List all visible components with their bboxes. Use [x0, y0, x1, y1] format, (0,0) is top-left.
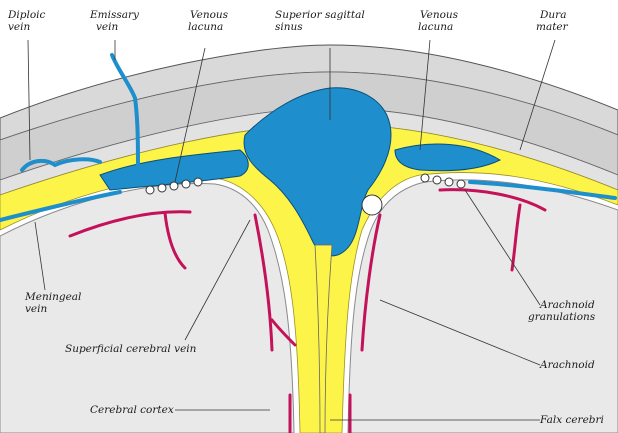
label-superficial-cerebral-vein: Superficial cerebral vein	[65, 343, 197, 355]
label-emissary-vein: Emissary vein	[89, 9, 142, 33]
label-dura-mater: Dura mater	[536, 9, 570, 33]
label-diploic-vein: Diploic vein	[7, 9, 49, 33]
label-arachnoid: Arachnoid	[539, 359, 595, 371]
label-venous-lacuna-right: Venous lacuna	[418, 9, 461, 33]
label-superior-sagittal-sinus: Superior sagittal sinus	[275, 9, 368, 33]
label-cerebral-cortex: Cerebral cortex	[90, 404, 174, 416]
label-falx-cerebri: Falx cerebri	[539, 414, 604, 426]
label-venous-lacuna-left: Venous lacuna	[188, 9, 231, 33]
